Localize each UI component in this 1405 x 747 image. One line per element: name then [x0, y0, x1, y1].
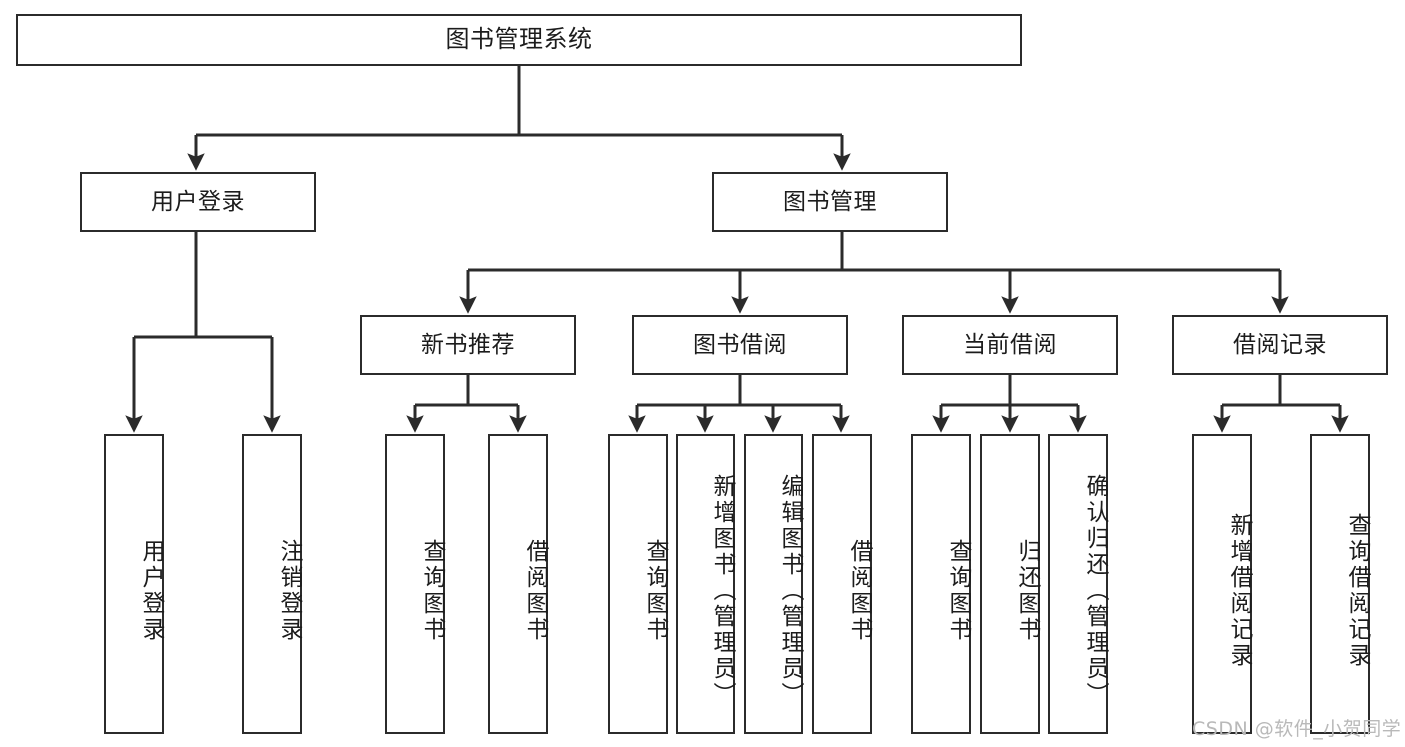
node-label: 借阅图书	[846, 539, 872, 643]
leaf-book-borrow-1[interactable]: 新增图书（管理员）	[676, 434, 735, 734]
node-label: 用户登录	[151, 188, 245, 215]
leaf-new-book-1[interactable]: 借阅图书	[488, 434, 548, 734]
node-label: 查询图书	[642, 539, 668, 643]
node-new-book-recommend[interactable]: 新书推荐	[360, 315, 576, 375]
node-book-management[interactable]: 图书管理	[712, 172, 948, 232]
leaf-user-login-0[interactable]: 用户登录	[104, 434, 164, 734]
node-label: 查询图书	[945, 539, 971, 643]
leaf-current-borrow-0[interactable]: 查询图书	[911, 434, 971, 734]
node-label: 查询图书	[419, 539, 445, 643]
node-label: 编辑图书（管理员）	[777, 474, 803, 708]
leaf-user-login-1[interactable]: 注销登录	[242, 434, 302, 734]
leaf-current-borrow-1[interactable]: 归还图书	[980, 434, 1040, 734]
node-label: 图书借阅	[693, 331, 787, 358]
leaf-book-borrow-2[interactable]: 编辑图书（管理员）	[744, 434, 803, 734]
node-label: 归还图书	[1014, 539, 1040, 643]
node-label: 图书管理系统	[445, 25, 593, 54]
node-root-system[interactable]: 图书管理系统	[16, 14, 1022, 66]
leaf-new-book-0[interactable]: 查询图书	[385, 434, 445, 734]
node-label: 新书推荐	[421, 331, 515, 358]
node-label: 当前借阅	[963, 331, 1057, 358]
node-label: 查询借阅记录	[1344, 513, 1370, 669]
leaf-book-borrow-0[interactable]: 查询图书	[608, 434, 668, 734]
leaf-borrow-record-0[interactable]: 新增借阅记录	[1192, 434, 1252, 734]
leaf-current-borrow-2[interactable]: 确认归还（管理员）	[1048, 434, 1108, 734]
node-label: 图书管理	[783, 188, 877, 215]
node-user-login[interactable]: 用户登录	[80, 172, 316, 232]
node-label: 用户登录	[138, 539, 164, 643]
node-label: 确认归还（管理员）	[1082, 474, 1108, 708]
node-current-borrow[interactable]: 当前借阅	[902, 315, 1118, 375]
leaf-book-borrow-3[interactable]: 借阅图书	[812, 434, 872, 734]
node-label: 借阅图书	[522, 539, 548, 643]
node-label: 借阅记录	[1233, 331, 1327, 358]
node-label: 新增借阅记录	[1226, 513, 1252, 669]
leaf-borrow-record-1[interactable]: 查询借阅记录	[1310, 434, 1370, 734]
node-borrow-record[interactable]: 借阅记录	[1172, 315, 1388, 375]
node-book-borrow[interactable]: 图书借阅	[632, 315, 848, 375]
node-label: 新增图书（管理员）	[709, 474, 735, 708]
node-label: 注销登录	[276, 539, 302, 643]
